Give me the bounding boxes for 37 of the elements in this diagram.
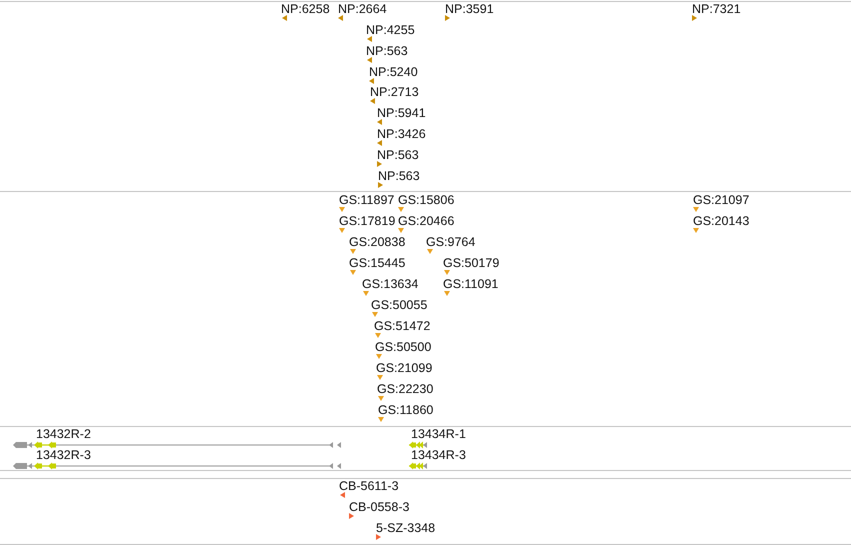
feature-label: GS:11860 <box>378 403 434 417</box>
feature-label: NP:3591 <box>445 2 494 16</box>
feature-label: GS:20838 <box>349 235 406 249</box>
feature-label: GS:20143 <box>693 214 750 228</box>
feature-label: GS:21099 <box>376 361 432 375</box>
feature-label: GS:13634 <box>362 277 418 291</box>
feature-label: NP:2713 <box>370 85 419 99</box>
feature-label: NP:563 <box>377 148 419 162</box>
feature-label: GS:21097 <box>693 193 750 207</box>
feature-label: NP:2664 <box>338 2 387 16</box>
feature-label: NP:7321 <box>692 2 741 16</box>
feature-label: NP:5240 <box>369 65 418 79</box>
feature-label: 5-SZ-3348 <box>376 521 436 535</box>
feature-label: GS:20466 <box>398 214 454 228</box>
feature-label: CB-0558-3 <box>349 500 410 514</box>
feature-label: GS:50055 <box>371 298 428 312</box>
feature-label: GS:50500 <box>375 340 432 354</box>
gene-label: 13434R-3 <box>411 448 466 462</box>
feature-label: GS:15806 <box>398 193 454 207</box>
feature-label: GS:11091 <box>443 277 498 291</box>
feature-label: GS:9764 <box>426 235 476 249</box>
feature-label: GS:50179 <box>443 256 500 270</box>
feature-label: NP:4255 <box>366 23 415 37</box>
feature-label: GS:11897 <box>339 193 394 207</box>
feature-label: NP:563 <box>378 169 420 183</box>
feature-label: GS:22230 <box>377 382 434 396</box>
gene-label: 13432R-3 <box>36 448 91 462</box>
feature-label: NP:5941 <box>377 106 426 120</box>
feature-label: NP:563 <box>366 44 408 58</box>
feature-label: NP:6258 <box>281 2 330 16</box>
gene-label: 13432R-2 <box>36 427 91 441</box>
feature-label: GS:15445 <box>349 256 406 270</box>
feature-label: NP:3426 <box>377 127 426 141</box>
feature-label: GS:51472 <box>374 319 430 333</box>
gene-label: 13434R-1 <box>411 427 466 441</box>
feature-label: CB-5611-3 <box>339 479 399 493</box>
feature-label: GS:17819 <box>339 214 396 228</box>
